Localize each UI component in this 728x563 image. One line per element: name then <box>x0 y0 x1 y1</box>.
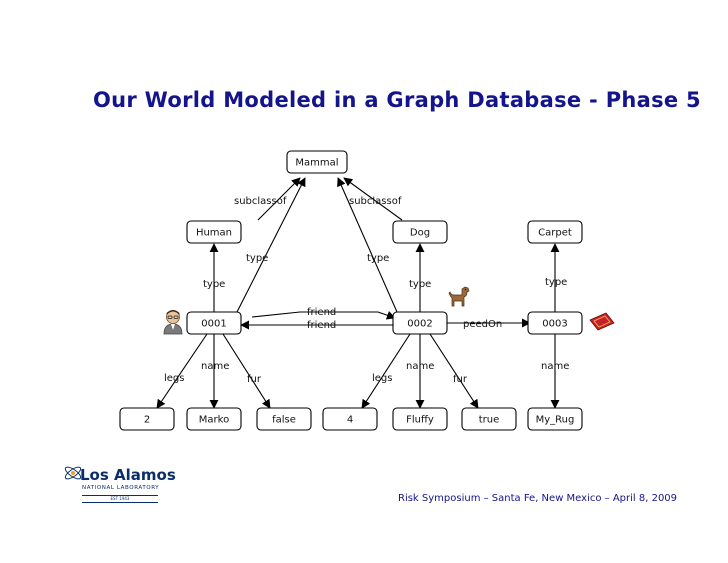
edge-label-name-0001: name <box>201 361 229 372</box>
logo-name: Los Alamos <box>80 466 176 484</box>
edge-label-name-0003: name <box>541 361 569 372</box>
node-label-0001: 0001 <box>201 319 226 330</box>
edge-label-subclassof-left: subclassof <box>234 196 287 207</box>
edge-label-peedOn: peedOn <box>463 319 502 330</box>
node-label-dog: Dog <box>410 228 430 239</box>
edge-0001-false <box>222 333 271 409</box>
node-label-fluffy: Fluffy <box>406 415 434 426</box>
node-2: 2 <box>119 407 175 431</box>
los-alamos-logo: Los Alamos NATIONAL LABORATORY EST 1943 <box>62 462 176 510</box>
edge-0001-mammal <box>236 177 306 313</box>
edge-0002-4 <box>361 333 411 409</box>
node-label-0002: 0002 <box>407 319 432 330</box>
node-label-2: 2 <box>144 415 150 426</box>
logo-subtitle: NATIONAL LABORATORY <box>82 485 160 491</box>
edge-label-type-0002-dog: type <box>409 279 431 290</box>
atom-icon <box>64 466 82 480</box>
node-label-mammal: Mammal <box>295 158 338 169</box>
node-fluffy: Fluffy <box>392 407 448 431</box>
node-label-my-rug: My_Rug <box>536 415 575 426</box>
slide-title: Our World Modeled in a Graph Database - … <box>93 88 701 112</box>
edge-human-mammal <box>257 177 301 221</box>
edge-label-legs-0001: legs <box>164 373 185 384</box>
person-icon <box>163 310 183 335</box>
edges <box>156 177 560 409</box>
node-0003: 0003 <box>527 311 583 335</box>
logo-established: EST 1943 <box>82 495 158 503</box>
edge-0002-mammal <box>337 177 398 313</box>
node-false: false <box>256 407 312 431</box>
node-label-false: false <box>272 415 296 426</box>
edge-labels: subclassof subclassof type type type typ… <box>164 196 569 385</box>
edge-0002-true <box>429 333 479 409</box>
node-label-true: true <box>479 415 500 426</box>
edge-dog-mammal <box>343 177 403 221</box>
node-my-rug: My_Rug <box>527 407 583 431</box>
edge-label-legs-0002: legs <box>372 373 393 384</box>
edge-label-type-0003-carpet: type <box>545 277 567 288</box>
node-dog: Dog <box>392 220 448 244</box>
edge-label-name-0002: name <box>406 361 434 372</box>
node-4: 4 <box>322 407 378 431</box>
node-label-0003: 0003 <box>542 319 567 330</box>
node-label-carpet: Carpet <box>538 228 572 239</box>
node-true: true <box>461 407 517 431</box>
edge-label-subclassof-right: subclassof <box>349 196 402 207</box>
nodes: Mammal Human Dog Carpet 0001 0002 0003 <box>119 150 583 431</box>
edge-label-friend-bottom: friend <box>307 320 336 331</box>
edge-label-fur-0002: fur <box>453 374 468 385</box>
node-0001: 0001 <box>186 311 242 335</box>
edge-label-fur-0001: fur <box>247 374 262 385</box>
edge-0001-2 <box>156 333 208 409</box>
edge-label-friend-top: friend <box>307 307 336 318</box>
edge-label-type-0001-human: type <box>203 279 225 290</box>
edge-label-type-0001-mammal: type <box>246 253 268 264</box>
node-marko: Marko <box>186 407 242 431</box>
node-0002: 0002 <box>392 311 448 335</box>
dog-icon <box>448 286 470 307</box>
node-label-4: 4 <box>347 415 353 426</box>
edge-label-type-0002-mammal: type <box>367 253 389 264</box>
node-label-human: Human <box>196 228 232 239</box>
node-human: Human <box>186 220 242 244</box>
edge-friend-top <box>251 311 396 320</box>
node-label-marko: Marko <box>199 415 229 426</box>
rug-icon <box>589 312 615 331</box>
slide-footer: Risk Symposium – Santa Fe, New Mexico – … <box>398 493 678 504</box>
node-carpet: Carpet <box>527 220 583 244</box>
node-mammal: Mammal <box>286 150 348 174</box>
